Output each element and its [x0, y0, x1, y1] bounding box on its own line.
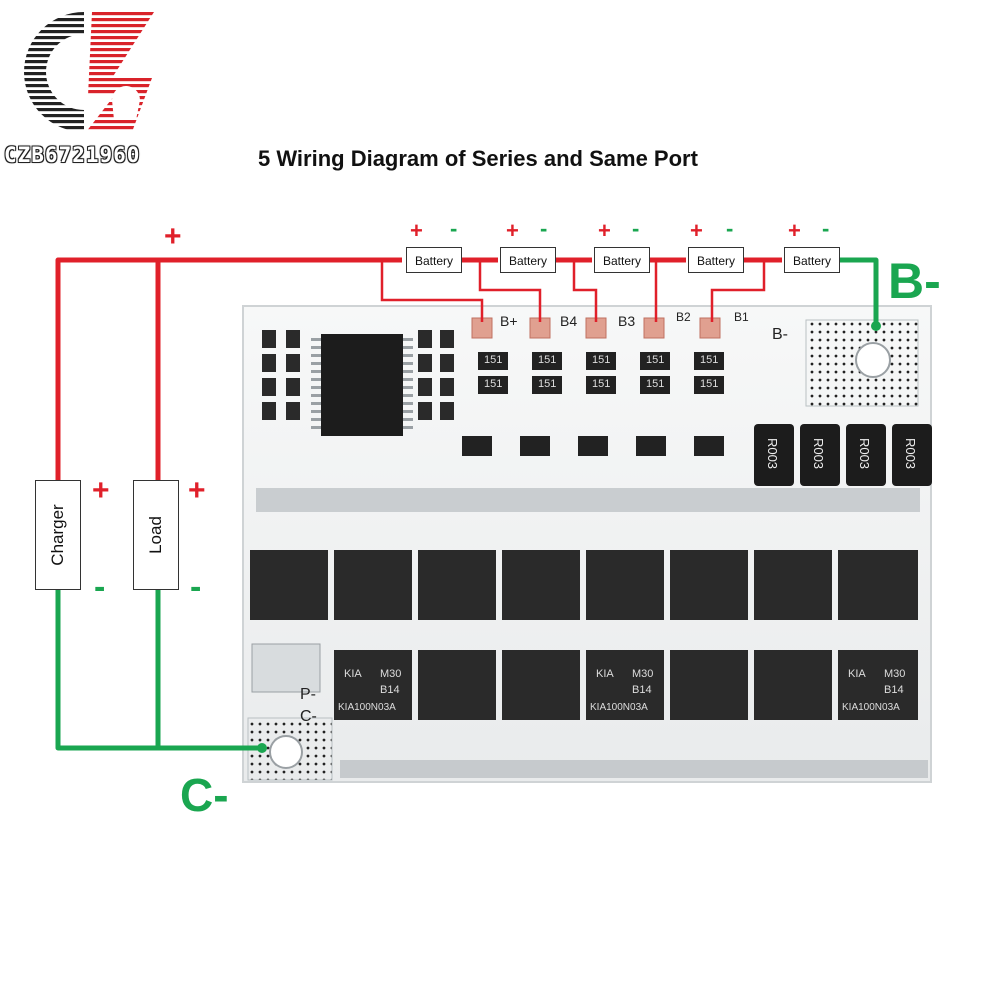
- resistor-code: 151: [538, 378, 557, 390]
- resistor-code: 151: [700, 354, 719, 366]
- mosfet-part: KIA100N03A: [338, 702, 396, 713]
- main-positive-mark: +: [164, 220, 182, 253]
- mosfet-part: KIA100N03A: [590, 702, 648, 713]
- mosfet-marking: M30: [632, 668, 654, 680]
- battery-1: Battery: [406, 247, 462, 273]
- resistor-code: 151: [700, 378, 719, 390]
- load-minus: -: [190, 568, 202, 606]
- load-label: Load: [146, 516, 165, 554]
- resistor-code: 151: [484, 354, 503, 366]
- resistor-code: 151: [484, 378, 503, 390]
- mosfet-marking: M30: [380, 668, 402, 680]
- resistor-code: 151: [592, 378, 611, 390]
- shunt-code: R003: [903, 437, 919, 470]
- shunt-code: R003: [857, 437, 873, 470]
- battery-3-minus: -: [632, 216, 640, 241]
- brand-text: CZB6721960: [4, 143, 141, 167]
- battery-4: Battery: [688, 247, 744, 273]
- battery-3-plus: +: [598, 218, 611, 243]
- label-b1: B1: [734, 310, 749, 324]
- label-b-plus: B+: [500, 313, 518, 329]
- mosfet-marking: B14: [632, 684, 652, 696]
- battery-1-minus: -: [450, 216, 458, 241]
- mosfet-marking: M30: [884, 668, 906, 680]
- charger-plus: +: [92, 474, 110, 507]
- battery-5-minus: -: [822, 216, 830, 241]
- battery-3: Battery: [594, 247, 650, 273]
- resistor-code: 151: [646, 378, 665, 390]
- resistor-code: 151: [538, 354, 557, 366]
- battery-2: Battery: [500, 247, 556, 273]
- mosfet-marking: B14: [884, 684, 904, 696]
- label-b-minus: B-: [772, 326, 788, 343]
- label-b3: B3: [618, 313, 636, 329]
- mosfet-marking: KIA: [596, 668, 614, 680]
- battery-2-plus: +: [506, 218, 519, 243]
- battery-4-plus: +: [690, 218, 703, 243]
- battery-4-minus: -: [726, 216, 734, 241]
- mosfet-marking: B14: [380, 684, 400, 696]
- battery-5-plus: +: [788, 218, 801, 243]
- shunt-code: R003: [765, 437, 781, 470]
- resistor-code: 151: [592, 354, 611, 366]
- shunt-code: R003: [811, 437, 827, 470]
- mosfet-marking: KIA: [344, 668, 362, 680]
- load-plus: +: [188, 474, 206, 507]
- battery-2-minus: -: [540, 216, 548, 241]
- load-box: Load: [133, 480, 179, 590]
- mosfet-part: KIA100N03A: [842, 702, 900, 713]
- mosfet-marking: KIA: [848, 668, 866, 680]
- brand-logo: [24, 12, 154, 132]
- battery-1-plus: +: [410, 218, 423, 243]
- label-p-minus: P-: [300, 686, 316, 703]
- charger-minus: -: [94, 568, 106, 606]
- diagram-title: 5 Wiring Diagram of Series and Same Port: [258, 146, 698, 171]
- charger-box: Charger: [35, 480, 81, 590]
- resistor-code: 151: [646, 354, 665, 366]
- label-b2: B2: [676, 310, 691, 324]
- label-b4: B4: [560, 313, 578, 329]
- c-minus-terminal-label: C-: [180, 769, 229, 821]
- label-c-minus: C-: [300, 708, 317, 725]
- battery-5: Battery: [784, 247, 840, 273]
- b-minus-terminal-label: B-: [888, 253, 941, 309]
- charger-label: Charger: [48, 504, 67, 566]
